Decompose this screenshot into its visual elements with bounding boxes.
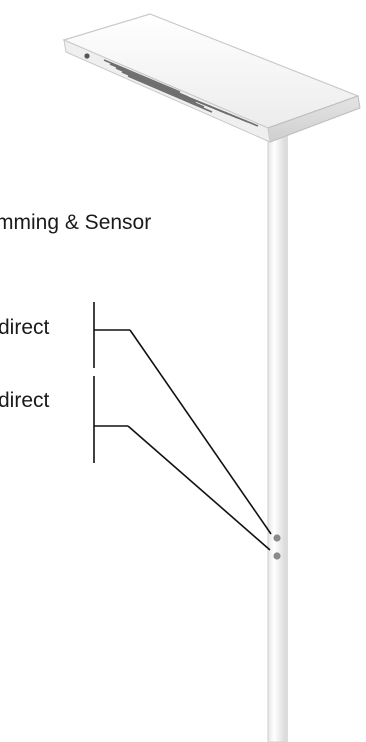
- label-dimming-sensor: mming & Sensor: [0, 211, 152, 234]
- leader-direct: [93, 302, 272, 535]
- leader-indirect: [93, 376, 271, 551]
- indicator-dot: [84, 53, 90, 59]
- grille: [103, 59, 259, 127]
- control-button-top: [273, 534, 281, 542]
- lamp-head: [62, 13, 361, 143]
- lamp-pole: [267, 117, 288, 742]
- control-button-bottom: [273, 552, 281, 560]
- label-indirect: direct: [0, 389, 50, 412]
- label-direct: direct: [0, 316, 50, 339]
